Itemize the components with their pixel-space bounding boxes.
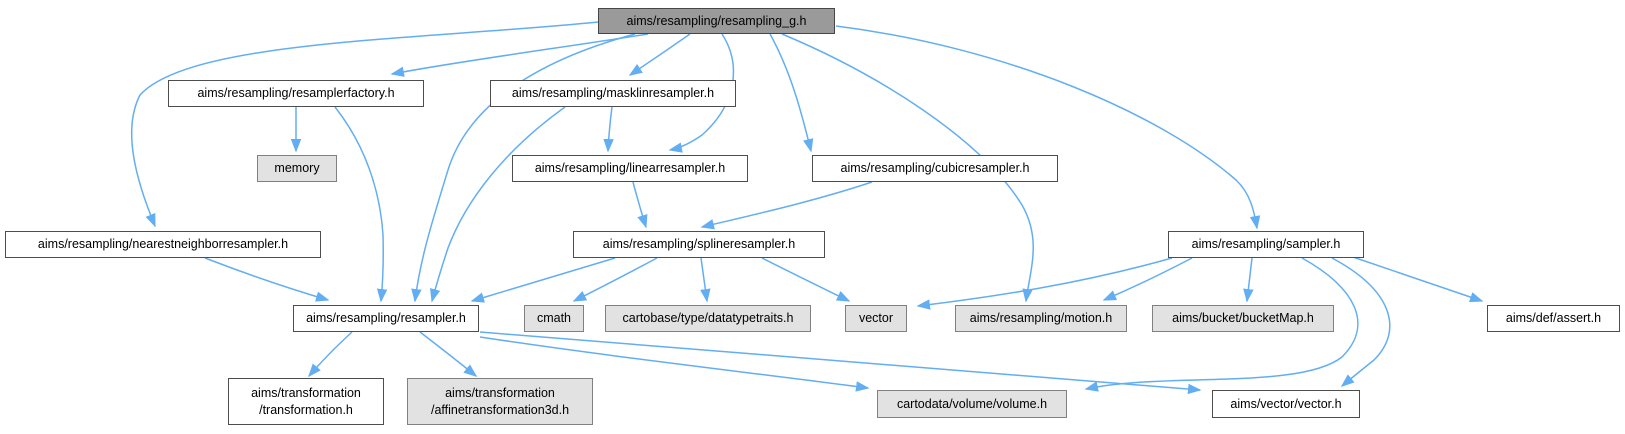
edge-sampler-assert xyxy=(1349,255,1484,303)
node-memory: memory xyxy=(257,155,337,182)
edge-resampler-vector_h xyxy=(479,331,1202,395)
edge-resampling_g-resamplerfactory xyxy=(390,33,649,77)
edge-resampling_g-resampler xyxy=(411,33,636,303)
edge-masklinresampler-resampler xyxy=(430,106,566,303)
node-sampler-h[interactable]: aims/resampling/sampler.h xyxy=(1168,231,1364,258)
edge-splineresampler-vector xyxy=(761,257,851,302)
edge-resampler-affinetransformation3d xyxy=(419,331,478,377)
node-nearestneighborresampler-h[interactable]: aims/resampling/nearestneighborresampler… xyxy=(5,231,321,258)
node-splineresampler-h[interactable]: aims/resampling/splineresampler.h xyxy=(573,231,825,258)
edge-resampler-transformation xyxy=(308,331,353,378)
edge-nearestneighbor-resampler xyxy=(204,257,330,302)
node-vector: vector xyxy=(845,305,907,332)
edge-splineresampler-resampler xyxy=(470,257,616,303)
node-assert-h[interactable]: aims/def/assert.h xyxy=(1487,305,1620,332)
node-transformation-h[interactable]: aims/transformation /transformation.h xyxy=(228,378,384,425)
node-resampler-h[interactable]: aims/resampling/resampler.h xyxy=(293,305,479,332)
edge-resampling_g-nearestneighbor xyxy=(130,21,599,228)
node-datatypetraits-h: cartobase/type/datatypetraits.h xyxy=(605,305,811,332)
node-linearresampler-h[interactable]: aims/resampling/linearresampler.h xyxy=(512,155,748,182)
edge-resampler-volume xyxy=(479,336,870,392)
edge-masklinresampler-linearresampler xyxy=(603,106,614,153)
edge-sampler-vector_h xyxy=(1331,257,1391,387)
edge-splineresampler-datatypetraits xyxy=(700,257,711,303)
edge-resamplerfactory-resampler xyxy=(334,106,388,303)
edge-resampling_g-linearresampler xyxy=(668,33,735,153)
edge-sampler-bucketmap xyxy=(1243,257,1254,303)
node-resampling-g-h: aims/resampling/resampling_g.h xyxy=(598,8,835,34)
node-affinetransformation3d-h: aims/transformation /affinetransformatio… xyxy=(407,378,593,425)
edge-resampling_g-cubicresampler xyxy=(769,33,814,153)
node-motion-h: aims/resampling/motion.h xyxy=(955,305,1127,332)
node-cmath: cmath xyxy=(524,305,584,332)
edge-resampling_g-sampler xyxy=(835,25,1261,230)
edge-sampler-volume xyxy=(1084,257,1359,392)
edge-resampling_g-masklinresampler xyxy=(628,33,691,76)
node-masklinresampler-h[interactable]: aims/resampling/masklinresampler.h xyxy=(490,80,736,107)
node-cubicresampler-h[interactable]: aims/resampling/cubicresampler.h xyxy=(812,155,1058,182)
node-volume-h: cartodata/volume/volume.h xyxy=(877,390,1067,418)
node-vector-vector-h[interactable]: aims/vector/vector.h xyxy=(1212,390,1360,418)
edge-cubicresampler-splineresampler xyxy=(700,181,873,230)
edge-splineresampler-cmath xyxy=(572,257,658,302)
node-bucketmap-h: aims/bucket/bucketMap.h xyxy=(1152,305,1334,332)
node-resamplerfactory-h[interactable]: aims/resampling/resamplerfactory.h xyxy=(168,80,424,107)
edge-linearresampler-splineresampler xyxy=(632,181,648,229)
edge-sampler-vector xyxy=(916,257,1173,310)
edge-sampler-motion xyxy=(1102,257,1193,301)
